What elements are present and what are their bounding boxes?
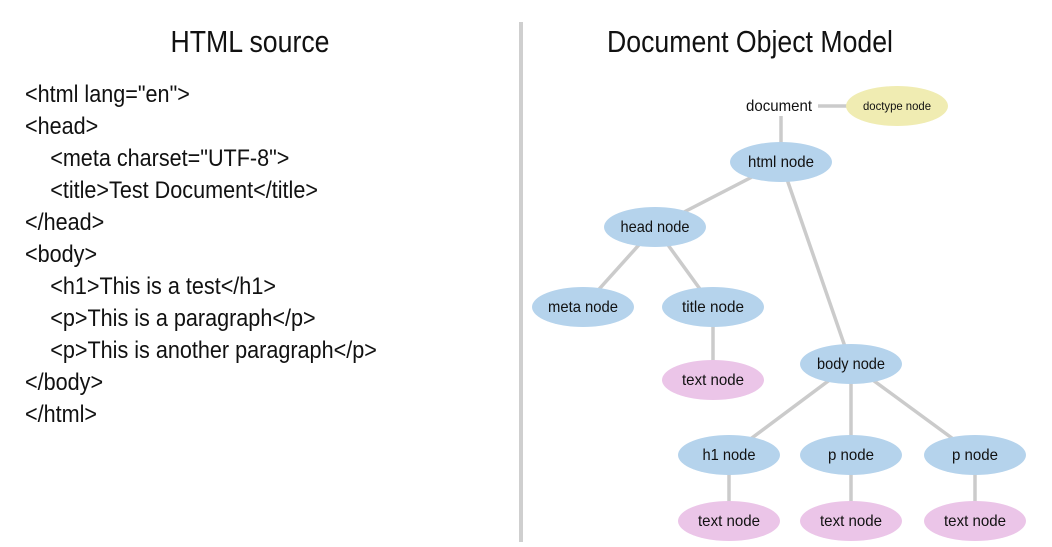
- head-node-label: head node: [621, 219, 690, 236]
- source-line: <head>: [25, 113, 99, 140]
- source-line: <p>This is another paragraph</p>: [50, 337, 377, 364]
- html-node: [730, 142, 832, 182]
- head-node: [604, 207, 706, 247]
- source-line: <meta charset="UTF-8">: [50, 145, 290, 172]
- title-node: [662, 287, 764, 327]
- source-line: </head>: [25, 209, 105, 236]
- h1-node: [678, 435, 780, 475]
- source-line: <html lang="en">: [25, 81, 190, 108]
- p-node-2-label: p node: [952, 447, 998, 464]
- dom-title: Document Object Model: [606, 24, 893, 59]
- source-line: <h1>This is a test</h1>: [50, 273, 276, 300]
- title-text-node: [662, 360, 764, 400]
- p-node-2: [924, 435, 1026, 475]
- document-label: document: [746, 98, 813, 115]
- p2-text-node-label: text node: [944, 513, 1006, 530]
- meta-node-label: meta node: [548, 299, 618, 316]
- doctype-node-label: doctype node: [863, 99, 931, 113]
- edge-html-body: [779, 161, 853, 365]
- h1-text-node-label: text node: [698, 513, 760, 530]
- doctype-node: [846, 86, 948, 126]
- html-source-title: HTML source: [170, 24, 330, 59]
- source-line: </html>: [25, 401, 98, 428]
- column-divider: [519, 22, 523, 542]
- h1-node-label: h1 node: [703, 447, 756, 464]
- source-line: <title>Test Document</title>: [50, 177, 318, 204]
- html-node-label: html node: [748, 154, 814, 171]
- title-text-node-label: text node: [682, 372, 744, 389]
- source-line: </body>: [25, 369, 104, 396]
- source-line: <p>This is a paragraph</p>: [50, 305, 316, 332]
- h1-text-node: [678, 501, 780, 541]
- meta-node: [532, 287, 634, 327]
- p-node-1: [800, 435, 902, 475]
- body-node: [800, 344, 902, 384]
- p1-text-node-label: text node: [820, 513, 882, 530]
- p2-text-node: [924, 501, 1026, 541]
- body-node-label: body node: [817, 356, 885, 373]
- source-line: <body>: [25, 241, 98, 268]
- p1-text-node: [800, 501, 902, 541]
- title-node-label: title node: [682, 299, 744, 316]
- html-source-code: <html lang="en"> <head> <meta charset="U…: [25, 79, 416, 431]
- p-node-1-label: p node: [828, 447, 874, 464]
